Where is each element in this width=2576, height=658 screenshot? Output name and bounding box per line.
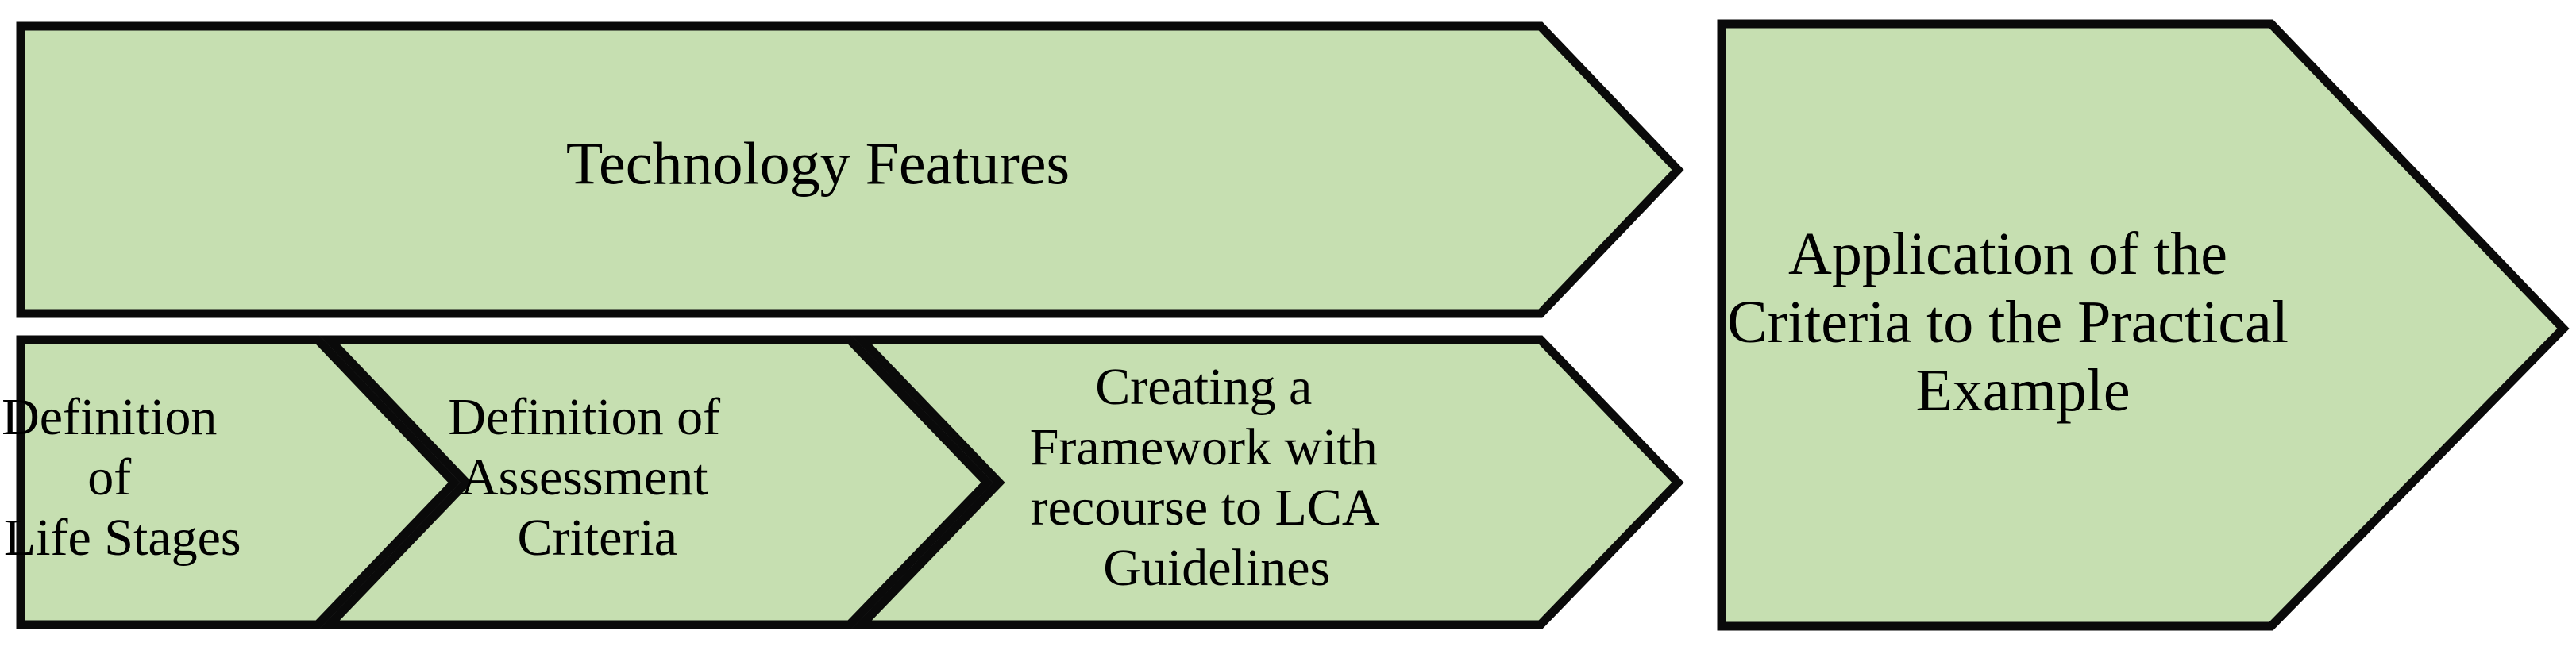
- step-2-label: Definition of Assessment Criteria: [448, 388, 838, 567]
- step-3-line-2: Framework with: [1030, 418, 1378, 476]
- step-1-chevron-group[interactable]: Definition of Life Stages: [2, 335, 461, 629]
- step-1-chevron-shape[interactable]: [16, 335, 461, 629]
- step-2-line-3: Criteria: [517, 509, 677, 567]
- final-chevron-shape[interactable]: [1717, 19, 2570, 631]
- final-line-1: Application of the: [1788, 221, 2227, 287]
- final-label: Application of the Criteria to the Pract…: [1727, 221, 2424, 424]
- step-3-line-1: Creating a: [1095, 358, 1312, 416]
- step-2-line-1: Definition of: [448, 388, 720, 446]
- top-banner-chevron-shape[interactable]: [16, 21, 1684, 318]
- step-1-line-3: Life Stages: [4, 509, 241, 567]
- top-banner-label: Technology Features: [566, 130, 1070, 197]
- step-1-label: Definition of Life Stages: [2, 388, 335, 567]
- step-2-line-2: Assessment: [461, 448, 708, 506]
- step-1-line-2: of: [87, 448, 131, 506]
- step-3-chevron-shape[interactable]: [851, 335, 1684, 629]
- step-3-chevron-group[interactable]: Creating a Framework with recourse to LC…: [851, 335, 1684, 629]
- final-line-2: Criteria to the Practical: [1727, 289, 2289, 356]
- step-2-chevron-shape[interactable]: [319, 335, 993, 629]
- top-banner-chevron-group[interactable]: Technology Features: [16, 21, 1684, 318]
- step-3-line-3: recourse to LCA: [1031, 479, 1380, 537]
- final-chevron-group[interactable]: Application of the Criteria to the Pract…: [1717, 19, 2570, 631]
- step-3-line-4: Guidelines: [1103, 539, 1330, 597]
- final-line-3: Example: [1915, 357, 2130, 424]
- step-2-chevron-group[interactable]: Definition of Assessment Criteria: [319, 335, 993, 629]
- step-3-label: Creating a Framework with recourse to LC…: [1030, 358, 1496, 597]
- step-1-line-1: Definition: [2, 388, 217, 446]
